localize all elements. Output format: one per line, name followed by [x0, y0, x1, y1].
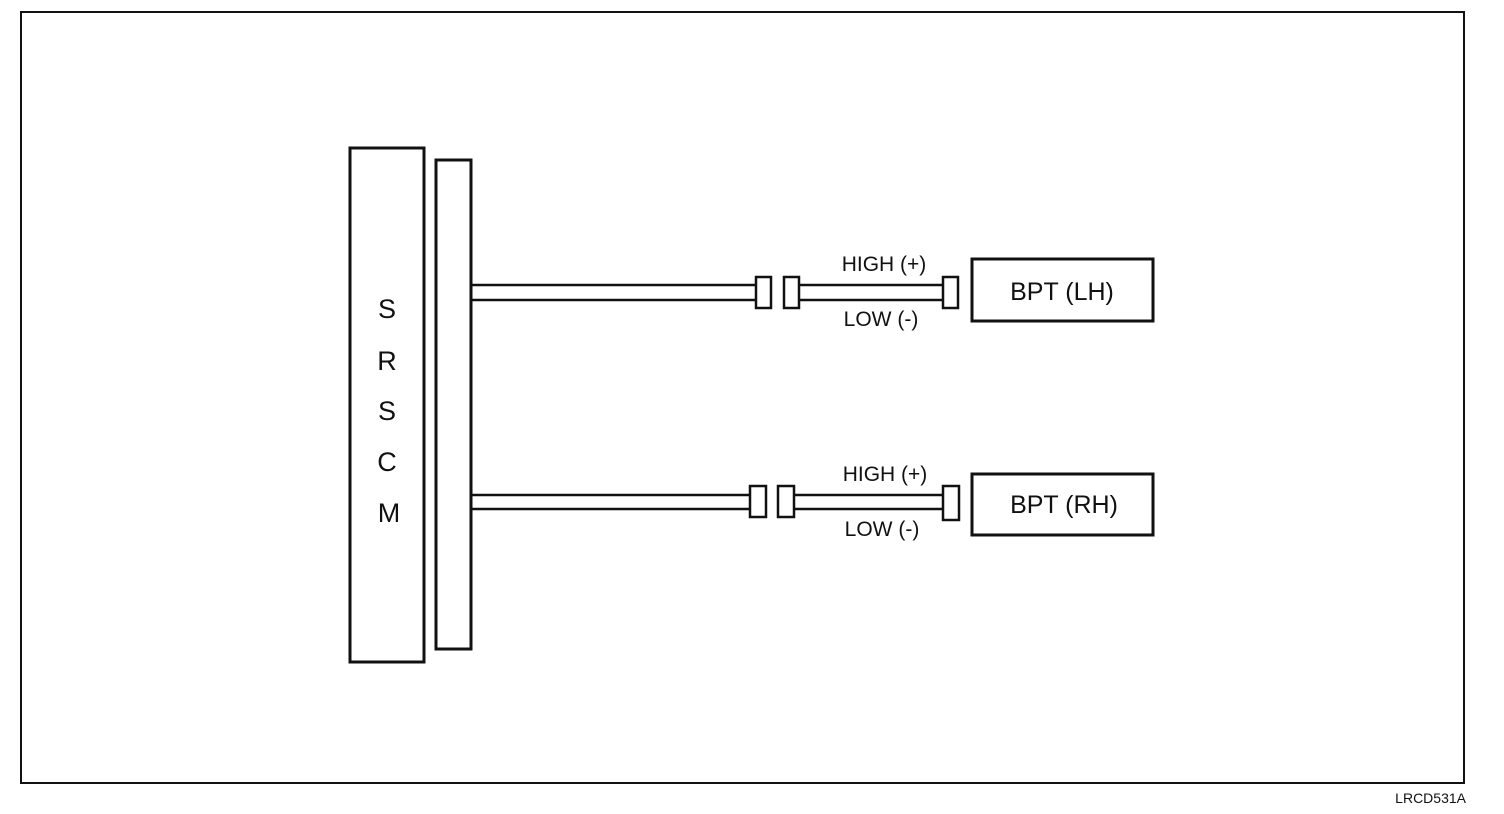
srscm-connector-strip: [434, 158, 473, 651]
module-letter-4: C: [377, 447, 397, 477]
bpt-lh-label: BPT (LH): [1010, 278, 1114, 306]
lh-low-label: LOW (-): [844, 308, 919, 331]
module-letter-5: M: [378, 498, 401, 528]
figure-code: LRCD531A: [1395, 790, 1466, 806]
diagram-frame: [20, 11, 1465, 784]
connector-lh-female: [782, 275, 801, 310]
bpt-rh-box: [970, 472, 1155, 537]
sensor-lh-plug: [941, 275, 960, 310]
connector-rh-female: [776, 484, 796, 519]
lh-high-label: HIGH (+): [842, 253, 927, 276]
module-letter-3: S: [378, 396, 396, 426]
channel-rh: HIGH (+) LOW (-) BPT (RH): [471, 463, 1155, 541]
srscm-module-box: [348, 146, 426, 664]
connector-rh-male: [748, 484, 768, 519]
rh-high-label: HIGH (+): [843, 463, 928, 486]
channel-lh: HIGH (+) LOW (-) BPT (LH): [471, 253, 1155, 331]
connector-lh-male: [754, 275, 773, 310]
module-letter-2: R: [377, 346, 397, 376]
rh-low-label: LOW (-): [845, 518, 920, 541]
module-letter-1: S: [378, 294, 396, 324]
bpt-rh-label: BPT (RH): [1010, 491, 1118, 519]
bpt-lh-box: [970, 257, 1155, 323]
sensor-rh-plug: [941, 484, 961, 522]
